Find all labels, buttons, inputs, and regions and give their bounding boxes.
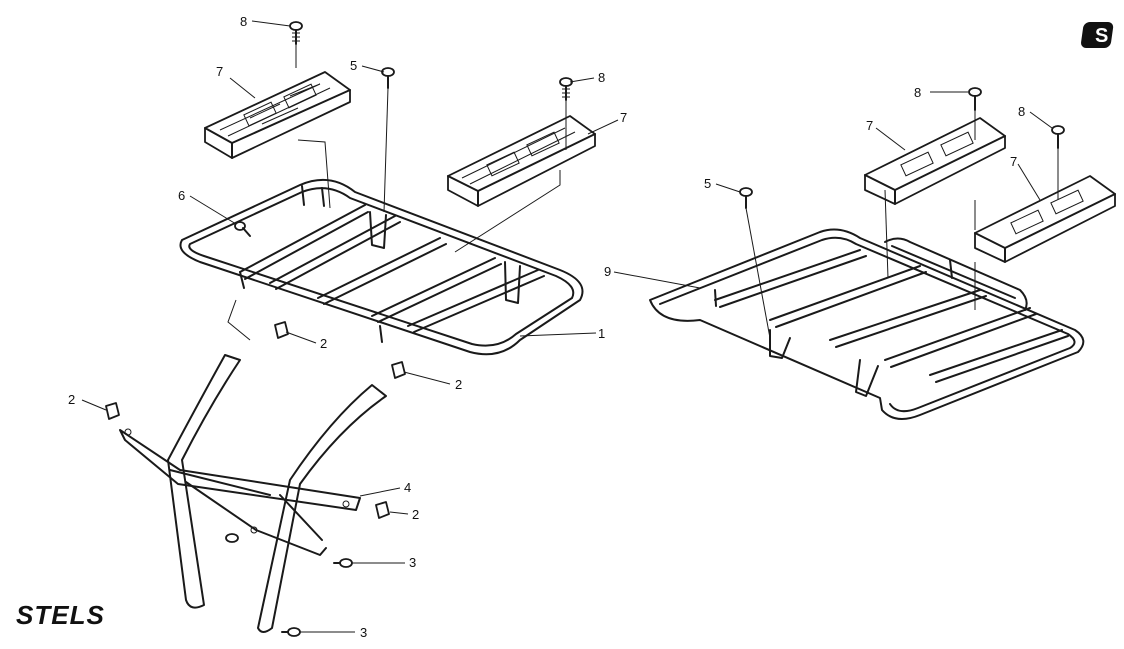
callout-2-c: 2 xyxy=(68,392,75,407)
rear-rack-frame xyxy=(649,228,1085,420)
leaders-left xyxy=(81,20,619,633)
brand-wordmark: STELS xyxy=(16,600,105,630)
callout-3-b: 3 xyxy=(360,625,367,640)
callout-4: 4 xyxy=(404,480,411,495)
screw-8-left-a xyxy=(289,21,303,45)
callout-7-c: 7 xyxy=(866,118,873,133)
support-stays xyxy=(119,354,387,633)
callout-5-b: 5 xyxy=(704,176,711,191)
callout-1: 1 xyxy=(598,326,605,341)
callout-3-a: 3 xyxy=(409,555,416,570)
cap-2-b xyxy=(391,361,406,379)
callout-7-a: 7 xyxy=(216,64,223,79)
callout-8-c: 8 xyxy=(914,85,921,100)
logo-letter: S xyxy=(1095,25,1108,47)
cap-2-c xyxy=(105,402,120,420)
callout-7-d: 7 xyxy=(1010,154,1017,169)
screw-8-left-b xyxy=(559,77,573,101)
callout-2-a: 2 xyxy=(320,336,327,351)
screw-8-right-a xyxy=(968,87,982,111)
callout-8-d: 8 xyxy=(1018,104,1025,119)
callout-2-b: 2 xyxy=(455,377,462,392)
callout-6: 6 xyxy=(178,188,185,203)
bolt-6 xyxy=(234,221,251,237)
bolt-5-left xyxy=(381,67,395,89)
callout-2-d: 2 xyxy=(412,507,419,522)
stels-logo-badge: S xyxy=(1081,22,1114,48)
bolt-small xyxy=(225,533,239,543)
callout-8-b: 8 xyxy=(598,70,605,85)
cap-2-d xyxy=(375,501,390,519)
bolt-3-a xyxy=(333,558,353,568)
callout-5-a: 5 xyxy=(350,58,357,73)
leaders-right xyxy=(613,91,1059,339)
tray-pad-left-right xyxy=(447,115,596,207)
bolt-3-b xyxy=(281,627,301,637)
cap-2-a xyxy=(274,321,289,339)
callout-7-b: 7 xyxy=(620,110,627,125)
screw-8-right-b xyxy=(1051,125,1065,149)
tray-pad-left-top xyxy=(204,71,351,159)
tray-pad-right-b xyxy=(974,175,1116,263)
callout-9: 9 xyxy=(604,264,611,279)
bolt-5-right xyxy=(739,187,753,209)
callout-8-a: 8 xyxy=(240,14,247,29)
tray-pad-right-a xyxy=(864,117,1006,205)
front-rack-frame xyxy=(179,178,584,356)
